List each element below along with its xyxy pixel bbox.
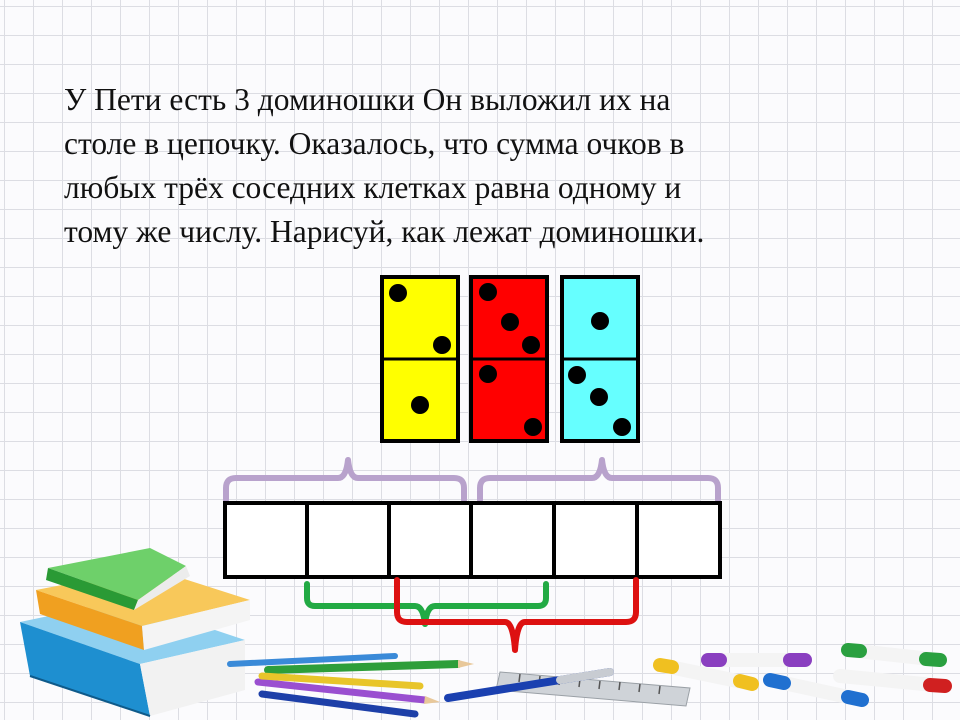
orange-book-pages	[142, 600, 250, 650]
purple-pencil	[254, 678, 429, 704]
pip	[568, 366, 586, 384]
pip	[590, 388, 608, 406]
task-line-1: У Пети есть 3 доминошки Он выложил их на	[64, 82, 671, 117]
blue-book-edge	[29, 675, 151, 717]
blue-pencil	[258, 690, 419, 718]
pip	[411, 396, 429, 414]
marker-yellow-end	[733, 674, 759, 691]
chain-cell-1[interactable]	[223, 501, 309, 579]
green-book-spine	[46, 568, 138, 610]
blue-book-pages	[140, 640, 245, 716]
markers-illustration	[653, 643, 952, 707]
brace-top-left	[223, 457, 467, 503]
chain-cell-3[interactable]	[387, 501, 473, 579]
purple-pencil-tip	[424, 696, 440, 704]
pip	[479, 283, 497, 301]
marker-green-end	[919, 652, 947, 667]
green-pencil	[264, 660, 462, 674]
pip	[479, 365, 497, 383]
blue-book-spine	[20, 622, 150, 716]
pen-illustration	[444, 668, 614, 702]
orange-book-spine	[36, 590, 144, 650]
brace-top-right	[477, 457, 721, 503]
pip	[433, 336, 451, 354]
cell-chain	[223, 501, 722, 579]
domino-cyan[interactable]	[560, 275, 640, 443]
brace-bottom-green	[304, 581, 549, 627]
marker-red-end	[923, 678, 952, 693]
domino-red[interactable]	[469, 275, 549, 443]
pen-cap	[556, 668, 614, 684]
chain-cell-2[interactable]	[305, 501, 391, 579]
pencils-illustration	[227, 653, 474, 718]
pip	[501, 313, 519, 331]
green-book-pages	[134, 566, 190, 610]
chain-cell-6[interactable]	[635, 501, 722, 579]
chain-cell-4[interactable]	[469, 501, 556, 579]
brace-bottom-red	[394, 577, 639, 653]
task-line-4: тому же числу. Нарисуй, как лежат домино…	[64, 214, 705, 249]
marker-yellow-cap	[653, 658, 679, 674]
books-illustration	[20, 548, 250, 717]
task-line-3: любых трёх соседних клетках равна одному…	[64, 170, 682, 205]
green-pencil-tip	[458, 660, 474, 668]
marker-green-cap	[841, 643, 867, 658]
top-braces	[223, 457, 721, 503]
dominoes	[380, 275, 640, 443]
marker-blue-cap	[763, 673, 791, 690]
domino-yellow[interactable]	[380, 275, 460, 443]
marker-blue-end	[841, 690, 869, 707]
yellow-pencil	[258, 672, 424, 690]
pip	[389, 284, 407, 302]
pip	[524, 418, 542, 436]
task-line-2: столе в цепочку. Оказалось, что сумма оч…	[64, 126, 685, 161]
pip	[522, 336, 540, 354]
lightblue-pencil	[227, 653, 398, 667]
chain-cell-5[interactable]	[552, 501, 639, 579]
green-book-top	[48, 548, 186, 600]
task-text: У Пети есть 3 доминошки Он выложил их на…	[64, 78, 844, 254]
pip	[613, 418, 631, 436]
pip	[591, 312, 609, 330]
